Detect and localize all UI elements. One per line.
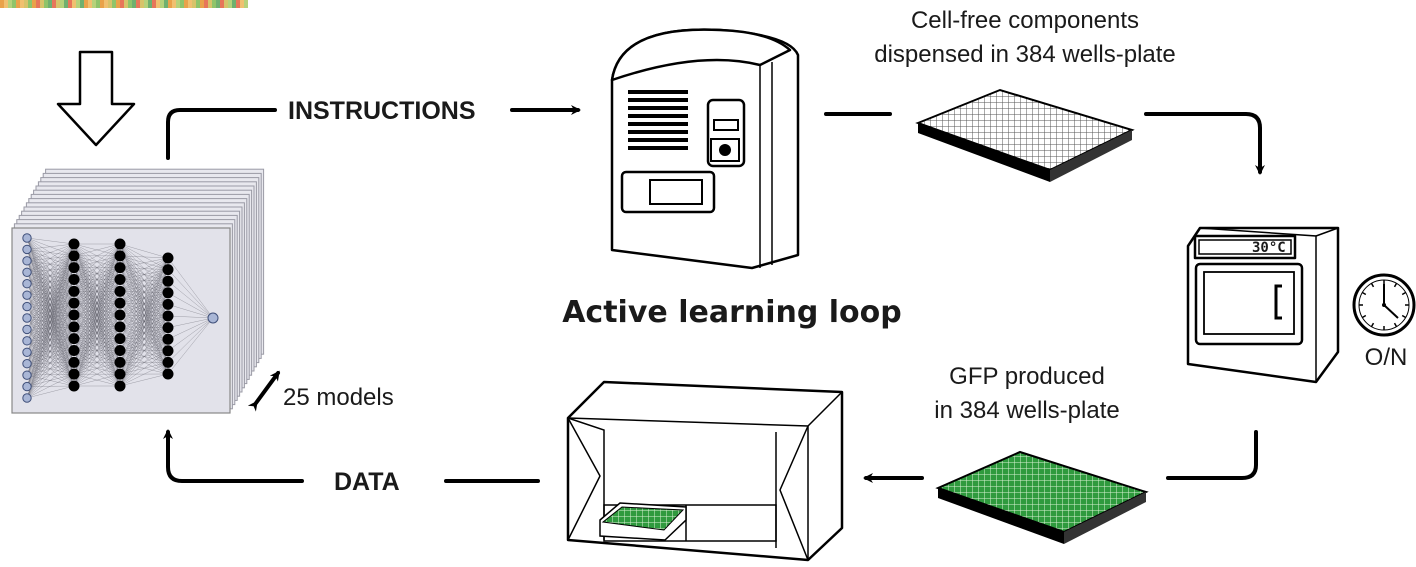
color-strip [0, 0, 248, 8]
gfp-caption-line2: in 384 wells-plate [934, 397, 1119, 424]
instructions-connector [166, 108, 277, 160]
hollow-down-arrow-icon [56, 50, 136, 147]
incubator-to-gfp-connector [1166, 430, 1258, 480]
plate-to-incubator-connector [1144, 112, 1265, 175]
empty-384-well-plate-icon [915, 88, 1135, 182]
gfp-384-well-plate-icon [935, 450, 1149, 544]
double-arrow-icon [247, 370, 280, 412]
gfp-caption-line1: GFP produced [949, 363, 1105, 390]
plate-reader-icon [566, 380, 844, 562]
liquid-handling-robot-icon [610, 28, 800, 270]
data-arrow [163, 429, 304, 483]
incubation-time-label: O/N [1365, 344, 1408, 371]
incubator-temperature: 30°C [1252, 240, 1286, 256]
models-count-label: 25 models [283, 384, 394, 411]
cellfree-caption-line1: Cell-free components [911, 7, 1139, 34]
incubator-icon: 30°C [1186, 226, 1340, 384]
loop-title: Active learning loop [562, 295, 902, 330]
clock-icon [1352, 273, 1416, 337]
cellfree-caption-line2: dispensed in 384 wells-plate [874, 41, 1176, 68]
instructions-label: INSTRUCTIONS [288, 97, 476, 125]
data-label: DATA [334, 468, 400, 496]
neural-network-ensemble-icon [11, 168, 265, 414]
